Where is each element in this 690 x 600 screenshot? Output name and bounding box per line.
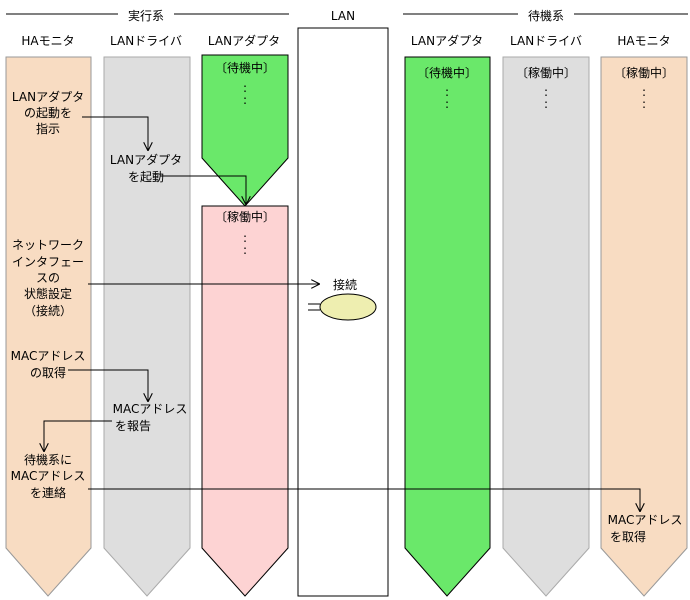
step-start-instruct-line-1: LANアダプタ (12, 89, 84, 104)
standby-driver-dots-1: : (544, 85, 548, 99)
active-adapter-dots-2: : (243, 93, 247, 107)
step-mac-get-line-2: の取得 (30, 365, 66, 380)
col-ha-monitor-standby: HAモニタ (617, 34, 670, 48)
arrow-mac-get (68, 369, 148, 401)
step-standby-mac-get-line-1: MACアドレス (608, 513, 683, 527)
step-net-config-line-1: ネットワーク (12, 238, 84, 252)
arrow-start (160, 175, 246, 204)
standby-lan-driver-lane (502, 56, 590, 597)
arrow-mac-report (44, 420, 112, 451)
arrow-start-instruct (82, 116, 148, 150)
arrow-notify (88, 488, 640, 511)
col-lan-adapter-active: LANアダプタ (208, 33, 280, 48)
step-net-config-line-4: 状態設定 (24, 286, 72, 301)
col-ha-monitor-active: HAモニタ (21, 34, 74, 48)
standby-system-label: 待機系 (528, 8, 564, 23)
standby-driver-state: 〔稼働中〕 (516, 65, 576, 80)
standby-adapter-dots-2: : (445, 97, 449, 111)
step-start-instruct-line-2: の起動を (24, 106, 72, 120)
active-adapter-standby-phase (201, 54, 289, 207)
step-start-line-2: を起動 (128, 170, 164, 184)
standby-ha-state: 〔稼働中〕 (614, 65, 674, 80)
col-lan-driver-standby: LANドライバ (510, 34, 582, 48)
standby-driver-dots-2: : (544, 97, 548, 111)
step-net-config-line-2: インタフェー (12, 255, 84, 269)
step-start-line-1: LANアダプタ (110, 152, 182, 167)
active-lan-driver-lane (103, 56, 191, 597)
active-ha-monitor-lane (5, 56, 92, 597)
step-mac-get-line-1: MACアドレス (11, 349, 86, 363)
active-system-label: 実行系 (128, 8, 164, 23)
active-adapter-running-phase (201, 205, 289, 597)
step-start-instruct-line-3: 指示 (36, 121, 60, 136)
lan-connector (319, 293, 377, 321)
step-notify-line-2: MACアドレス (11, 469, 86, 483)
standby-ha-monitor-lane (600, 56, 688, 597)
step-standby-mac-get-line-2: を取得 (610, 529, 646, 544)
standby-ha-dots-2: : (642, 97, 646, 111)
step-net-config-line-5: （接続） (24, 303, 72, 318)
standby-ha-dots-1: : (642, 85, 646, 99)
standby-adapter-state: 〔待機中〕 (417, 65, 477, 80)
step-connect-label: 接続 (333, 277, 357, 292)
standby-adapter-dots-1: : (445, 85, 449, 99)
active-adapter-state-running: 〔稼働中〕 (215, 209, 275, 224)
active-adapter-dots-1: : (243, 81, 247, 95)
active-adapter-dots-3: : (243, 231, 247, 245)
col-lan-driver-active: LANドライバ (110, 34, 182, 48)
lan-label: LAN (331, 9, 355, 23)
step-notify-line-1: 待機系に (24, 452, 72, 467)
active-adapter-dots-4: : (243, 243, 247, 257)
col-lan-adapter-standby: LANアダプタ (411, 33, 483, 48)
standby-adapter-lane (404, 56, 491, 597)
step-notify-line-3: を連絡 (30, 485, 66, 500)
step-mac-report-line-2: を報告 (115, 419, 151, 433)
step-net-config-line-3: スの (36, 271, 60, 285)
step-mac-report-line-1: MACアドレス (113, 402, 188, 416)
active-adapter-state-standby: 〔待機中〕 (215, 60, 275, 75)
